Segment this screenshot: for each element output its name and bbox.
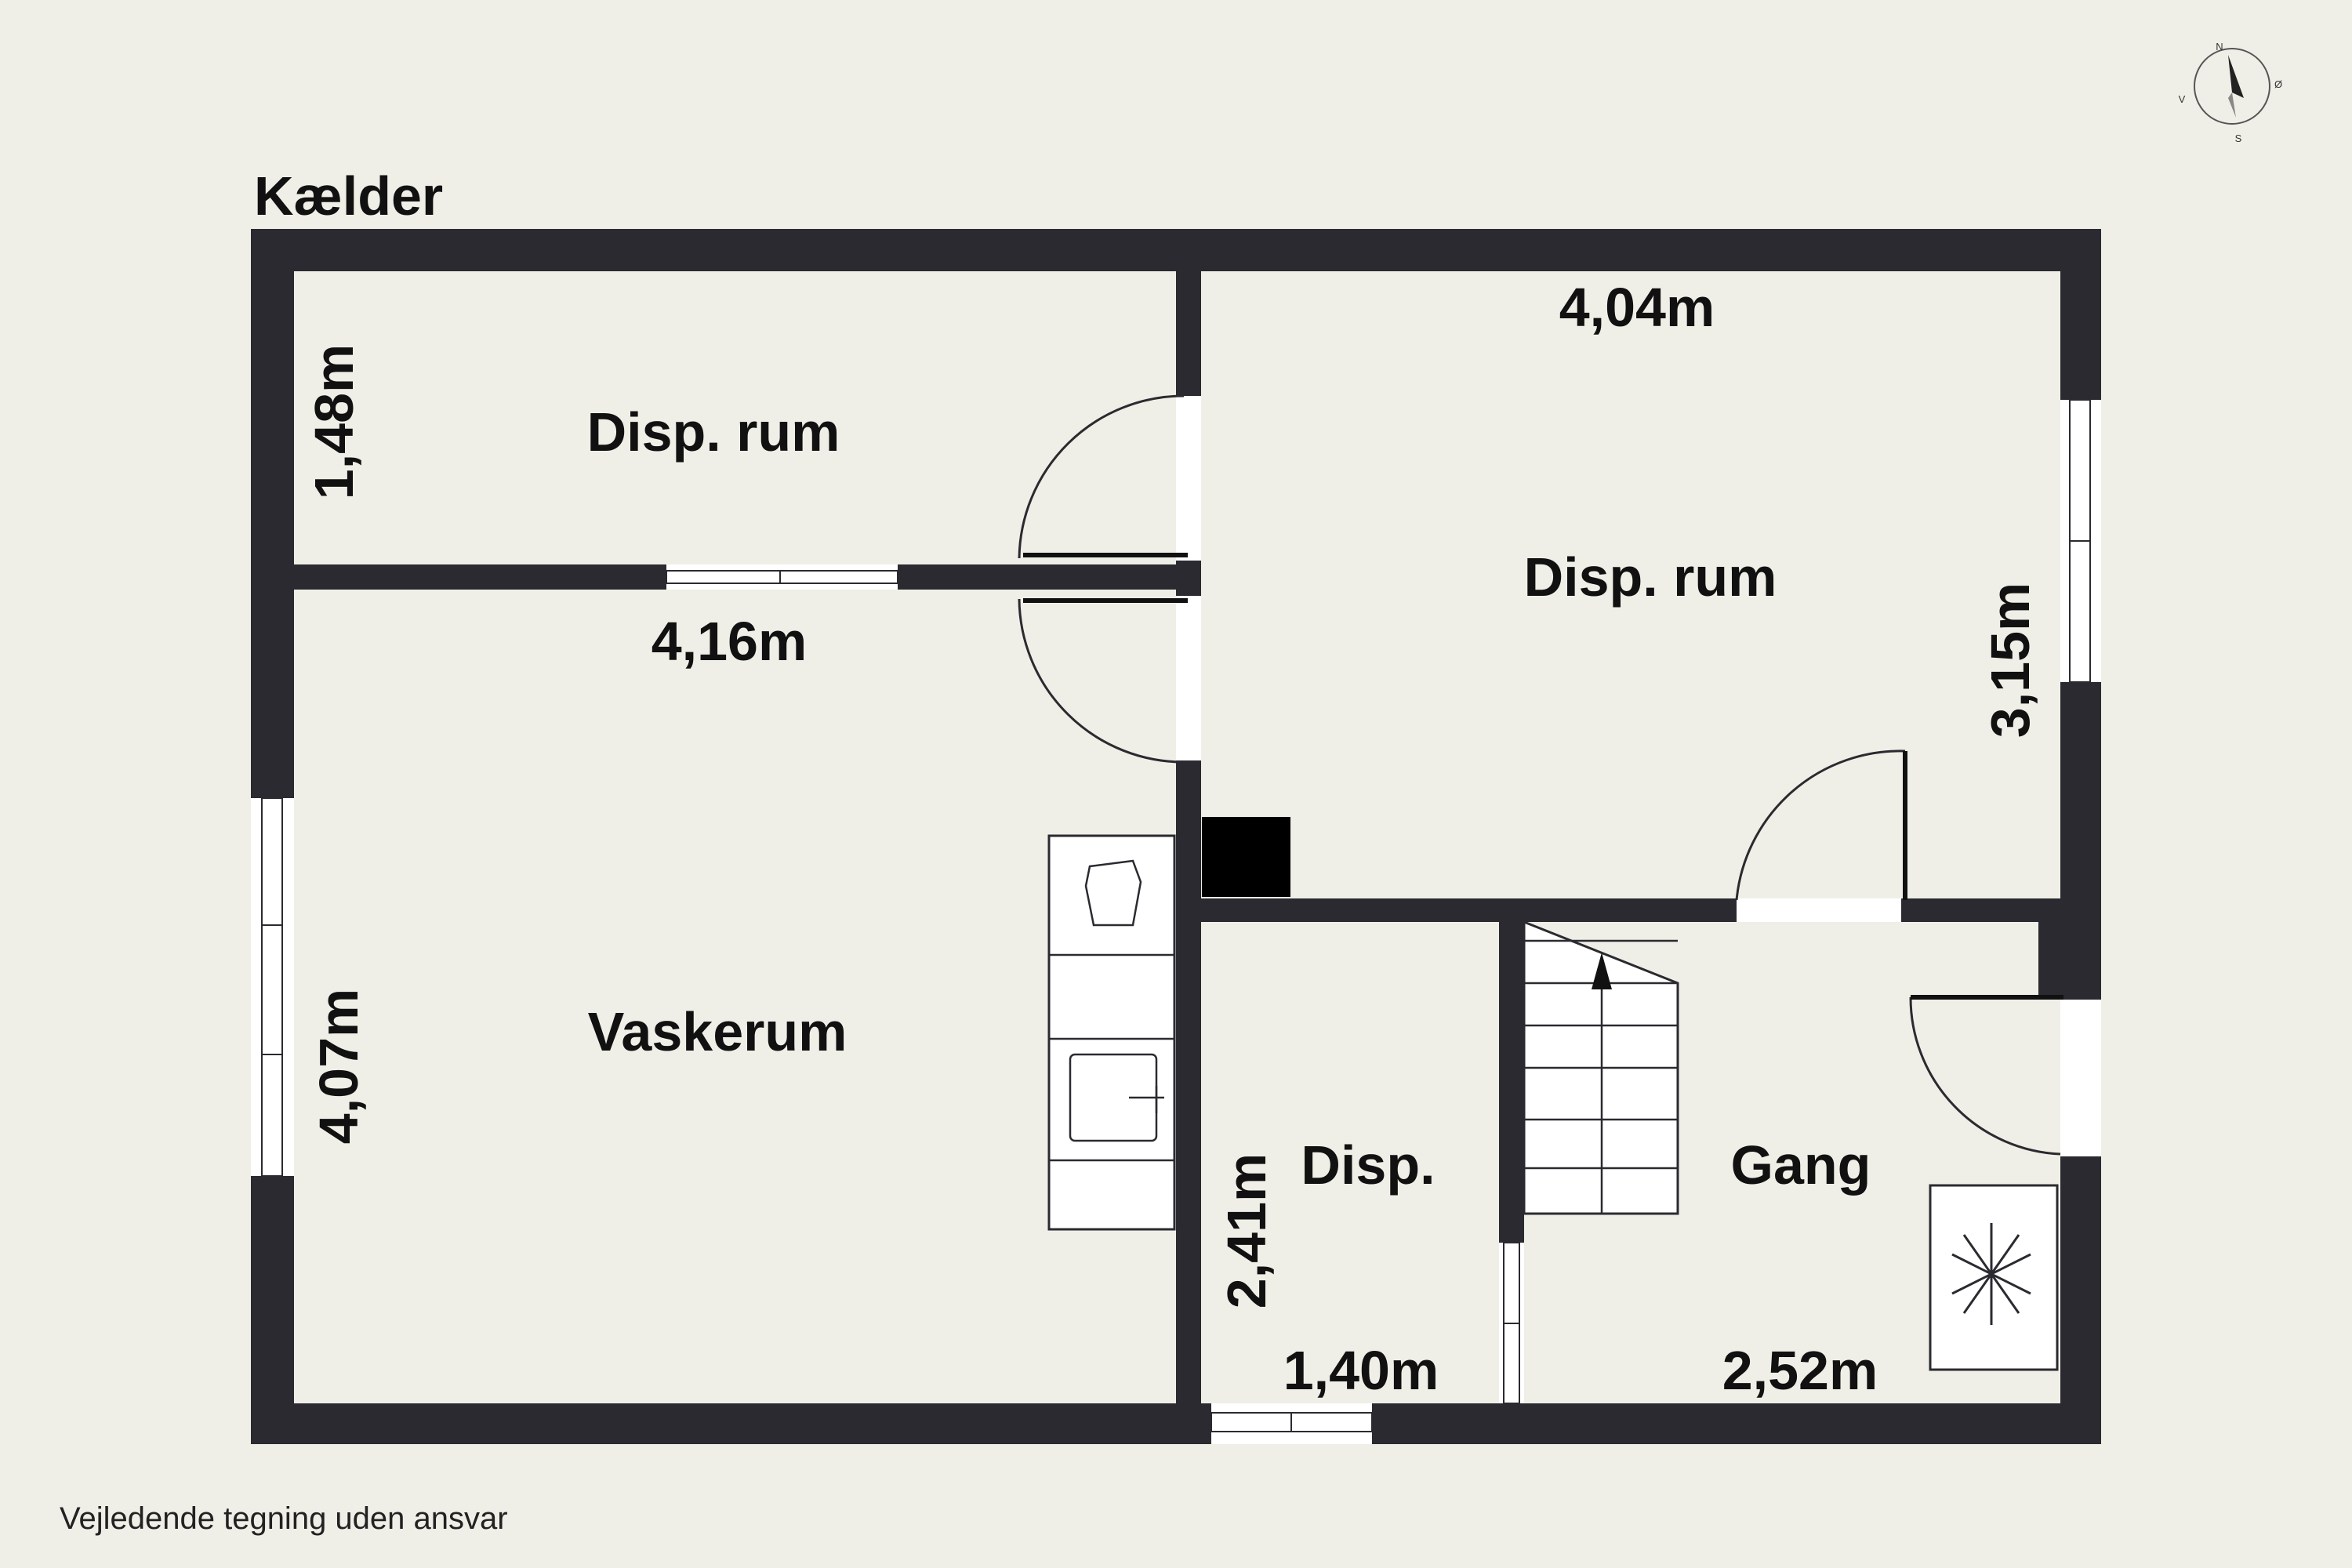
room-labels: Disp. rum Disp. rum Vaskerum Disp. Gang — [587, 401, 1871, 1196]
dim-disp-width: 1,40m — [1283, 1340, 1439, 1401]
room-label-vaskerum: Vaskerum — [588, 1001, 848, 1062]
footer-disclaimer: Vejledende tegning uden ansvar — [60, 1501, 508, 1536]
dim-vaskerum-width: 4,16m — [652, 611, 807, 672]
room-label-disp-rum-small: Disp. rum — [587, 401, 840, 463]
windows — [251, 399, 2101, 1444]
room-label-disp: Disp. — [1301, 1134, 1435, 1196]
staircase — [1523, 920, 1679, 1215]
compass-south-label: S — [2235, 132, 2242, 144]
compass-east-label: Ø — [2274, 78, 2282, 90]
dim-gang-width: 2,52m — [1722, 1340, 1878, 1401]
dim-disp-rum-small-depth: 1,48m — [303, 344, 365, 499]
fixtures — [1047, 817, 2059, 1371]
stair-direction-arrow — [1592, 953, 1612, 989]
dim-vaskerum-depth: 4,07m — [308, 989, 369, 1144]
dimension-labels: 1,48m 4,16m 4,04m 3,15m 4,07m 2,41m 1,40… — [303, 277, 2041, 1401]
washer-icon — [1084, 859, 1142, 927]
doors — [1018, 394, 2101, 1156]
room-label-disp-rum-large: Disp. rum — [1524, 546, 1777, 608]
chimney-block — [1202, 817, 1290, 897]
laundry-counter — [1047, 834, 1176, 1231]
compass-north-label: N — [2216, 41, 2223, 53]
dim-disp-rum-large-depth: 3,15m — [1980, 583, 2041, 738]
boiler-unit — [1929, 1184, 2059, 1371]
floor-title: Kælder — [254, 165, 443, 227]
compass-west-label: V — [2179, 93, 2186, 105]
dim-disp-rum-large-width: 4,04m — [1559, 277, 1715, 338]
compass-rose: N S Ø V — [2179, 41, 2282, 144]
fan-icon — [1951, 1223, 2031, 1325]
room-label-gang: Gang — [1731, 1134, 1871, 1196]
dim-disp-depth: 2,41m — [1216, 1153, 1277, 1308]
